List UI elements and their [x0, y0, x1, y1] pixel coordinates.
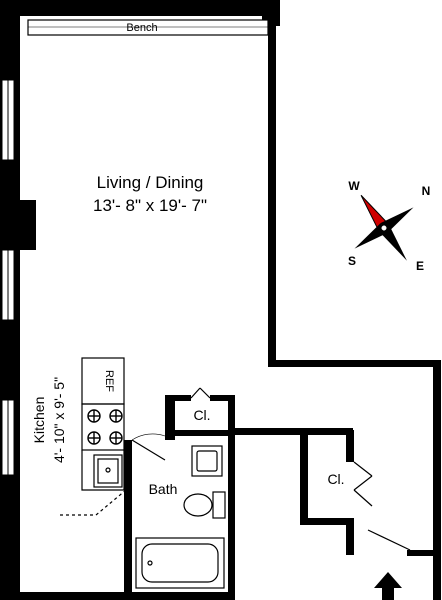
kitchen-sink — [93, 454, 123, 488]
entry-walls — [235, 428, 433, 556]
bench-window — [27, 19, 269, 36]
entry-closet-doors — [353, 461, 373, 507]
bath-door — [131, 433, 166, 461]
bath-label: Bath — [149, 481, 178, 497]
entry-door — [367, 529, 411, 551]
toilet — [183, 491, 226, 519]
left-windows — [1, 79, 15, 476]
compass-n: N — [422, 184, 431, 198]
living-dining-dims: 13'- 8" x 19'- 7" — [93, 196, 207, 215]
compass-w: W — [348, 179, 360, 193]
compass-e: E — [416, 259, 424, 273]
kitchen-dims: 4'- 10" x 9'- 5" — [51, 377, 67, 463]
bath-sink — [191, 445, 223, 477]
bath-closet-door — [190, 387, 211, 399]
bathtub — [135, 537, 225, 589]
kitchen-label: Kitchen — [31, 397, 47, 444]
ref-label: REF — [103, 370, 115, 392]
living-dining-label: Living / Dining — [97, 173, 204, 192]
stove-burners — [87, 409, 123, 445]
compass-rose — [354, 194, 414, 261]
bench-label: Bench — [126, 22, 157, 34]
compass-s: S — [348, 254, 356, 268]
bath-walls — [124, 395, 235, 600]
bath-closet-label: Cl. — [193, 407, 210, 423]
entry-closet-label: Cl. — [327, 471, 344, 487]
entry-arrow-icon — [374, 572, 402, 600]
